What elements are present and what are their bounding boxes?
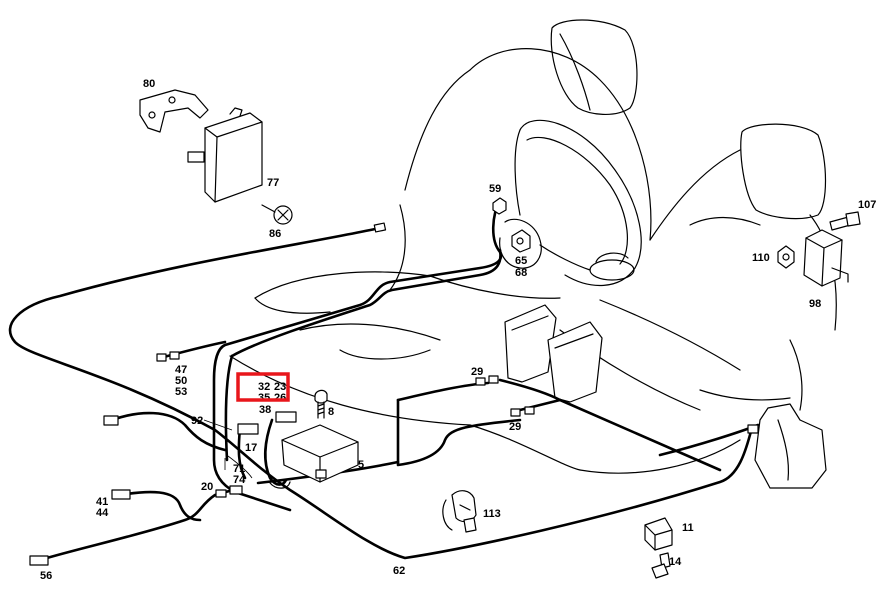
nut-110 (777, 245, 795, 269)
label-8: 8 (328, 406, 334, 418)
label-41: 41 (96, 496, 108, 508)
connector-59 (492, 197, 507, 215)
label-77: 77 (267, 177, 279, 189)
connectors (29, 222, 759, 566)
label-107: 107 (858, 199, 876, 211)
main-harness (8, 198, 760, 562)
label-29-bottom: 29 (509, 421, 521, 433)
bracket-80 (139, 89, 209, 133)
label-92: 92 (191, 415, 203, 427)
label-74: 74 (233, 474, 246, 486)
label-71: 71 (233, 463, 245, 475)
label-44: 44 (96, 507, 109, 519)
label-20: 20 (201, 481, 213, 493)
label-98: 98 (809, 298, 821, 310)
label-50: 50 (175, 375, 187, 387)
highlight-box (236, 372, 290, 402)
interior-outline (229, 19, 837, 489)
label-5: 5 (358, 459, 364, 471)
label-56: 56 (40, 570, 52, 582)
label-26: 26 (274, 392, 286, 404)
label-35: 35 (258, 392, 270, 404)
label-47: 47 (175, 364, 187, 376)
label-113: 113 (483, 508, 501, 520)
label-17: 17 (245, 442, 257, 454)
label-59: 59 (489, 183, 501, 195)
label-29-top: 29 (471, 366, 483, 378)
label-11: 11 (682, 522, 694, 534)
label-68: 68 (515, 267, 527, 279)
label-65: 65 (515, 255, 527, 267)
control-unit-77 (204, 112, 263, 203)
leader-lines (203, 419, 253, 479)
label-62: 62 (393, 565, 405, 577)
label-14: 14 (669, 556, 682, 568)
clip-113 (451, 490, 477, 523)
label-80: 80 (143, 78, 155, 90)
label-53: 53 (175, 386, 187, 398)
components (139, 89, 861, 579)
label-86: 86 (269, 228, 281, 240)
label-32: 32 (258, 381, 270, 393)
label-23: 23 (274, 381, 286, 393)
label-110: 110 (752, 252, 770, 264)
part-labels: 80 77 86 59 107 65 68 110 98 47 50 53 32… (40, 78, 876, 582)
label-38: 38 (259, 404, 271, 416)
module-5 (281, 424, 359, 483)
